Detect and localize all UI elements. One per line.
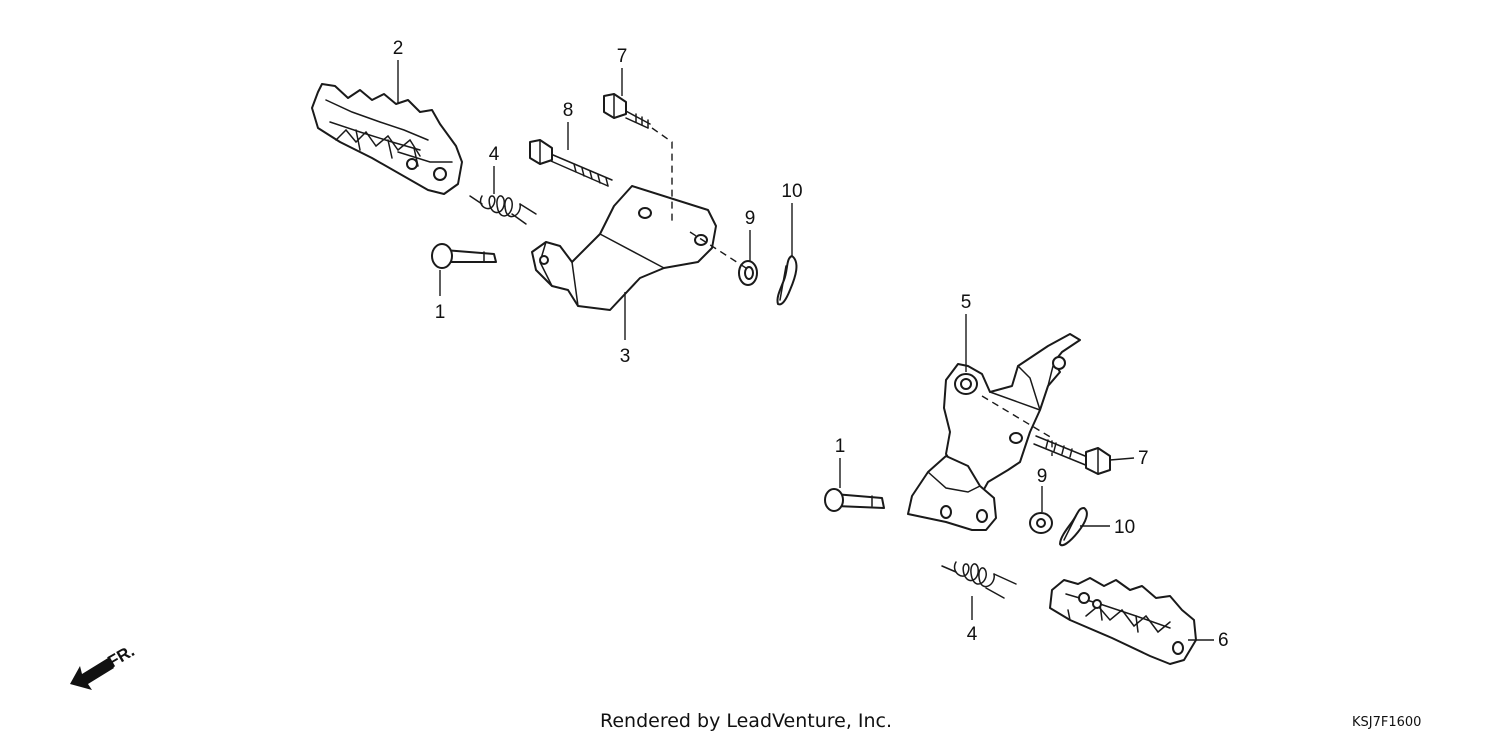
- callout-right-1: 1: [835, 436, 846, 457]
- callout-right-5: 5: [961, 292, 972, 313]
- callout-right-10: 10: [1114, 517, 1135, 538]
- callout-left-4: 4: [489, 144, 500, 165]
- callout-left-9: 9: [745, 208, 756, 229]
- right-spring: [941, 561, 1017, 599]
- callout-right-7: 7: [1138, 448, 1149, 469]
- right-footpeg: [1049, 577, 1197, 665]
- callout-right-9: 9: [1037, 466, 1048, 487]
- front-arrow-icon: [70, 658, 114, 690]
- diagram-code: KSJ7F1600: [1352, 715, 1422, 730]
- callout-left-2: 2: [393, 38, 404, 59]
- callout-left-10: 10: [781, 181, 802, 202]
- right-washer: [1029, 512, 1053, 534]
- callout-numbers: 2 4 1 8 7 3 9 10 5 1 7 9 10 4 6: [393, 38, 1229, 651]
- right-pin: [824, 488, 885, 512]
- callout-left-3: 3: [620, 346, 631, 367]
- callout-left-1: 1: [435, 302, 446, 323]
- left-pin: [431, 243, 497, 269]
- callout-right-4: 4: [967, 624, 978, 645]
- right-bracket: [907, 333, 1081, 531]
- left-footpeg: [311, 83, 463, 195]
- front-direction-indicator: FR.: [70, 641, 138, 690]
- right-leader-lines: [839, 314, 1214, 641]
- right-cotter-pin: [1059, 507, 1088, 547]
- left-spring: [469, 195, 537, 225]
- left-leader-lines: [397, 60, 793, 340]
- left-short-bolt: [603, 93, 651, 129]
- callout-left-7: 7: [617, 46, 628, 67]
- render-credit: Rendered by LeadVenture, Inc.: [600, 710, 893, 732]
- callout-right-6: 6: [1218, 630, 1229, 651]
- left-long-bolt: [529, 139, 613, 187]
- callout-left-8: 8: [563, 100, 574, 121]
- right-bolt: [1033, 435, 1111, 475]
- left-bracket: [531, 185, 717, 311]
- left-cotter-pin: [776, 255, 798, 306]
